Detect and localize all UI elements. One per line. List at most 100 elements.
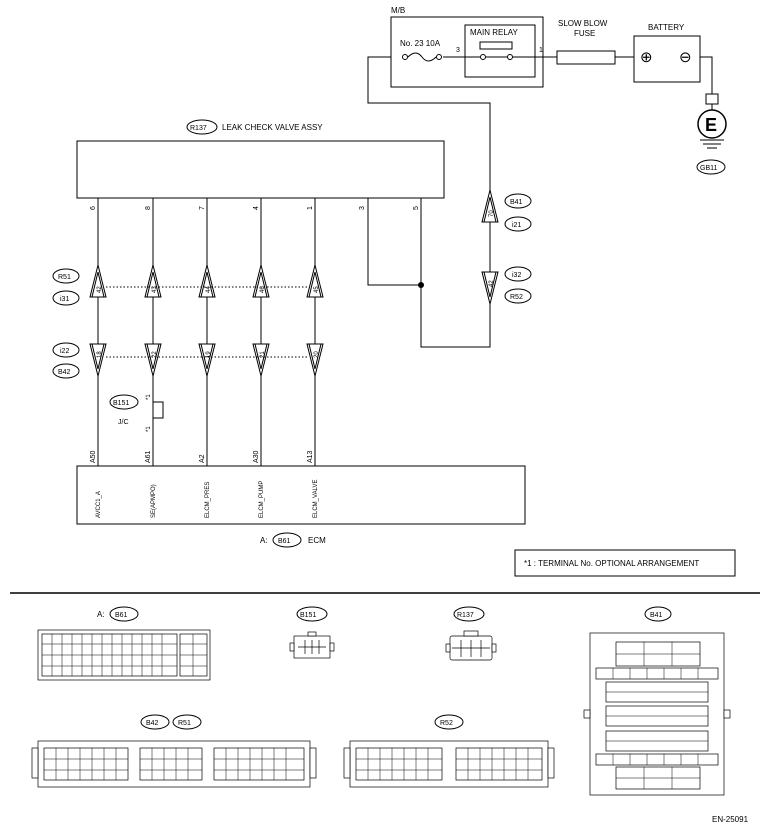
ecm-code-badge — [272, 532, 302, 548]
connector-row-1 — [89, 264, 324, 298]
lcv-box — [76, 140, 445, 199]
ecm-signal-labels: AVCC1_A SE(APMPO) ELCM_PRES ELCM_PUMP EL… — [96, 480, 319, 518]
ground-circle — [697, 109, 727, 139]
row1-pin: 46 — [260, 286, 266, 293]
b42-code: B42 — [58, 369, 71, 376]
ecm-label: ECM — [308, 536, 326, 545]
r137-connector-face — [445, 630, 497, 661]
ecm-pin-labels: A50 A61 A2 A30 A13 — [90, 450, 314, 463]
r52-badge — [504, 288, 532, 304]
row1-pin: 42 — [97, 286, 103, 293]
b41-badge — [504, 193, 532, 209]
i32-code: i32 — [512, 272, 521, 279]
b41-bottom-code: B41 — [650, 612, 663, 619]
b151-bottom-code: B151 — [300, 612, 316, 619]
r52-cells — [356, 748, 542, 780]
r52-code: R52 — [510, 294, 523, 301]
note-text: *1 : TERMINAL No. OPTIONAL ARRANGEMENT — [524, 559, 699, 568]
main-relay-label: MAIN RELAY — [470, 28, 519, 37]
lcv-pin: 6 — [90, 206, 97, 210]
row2-pin: 22 — [152, 351, 158, 358]
b42-connector-face — [31, 740, 317, 788]
b42-bottom-badge — [140, 714, 170, 730]
i31-badge — [52, 290, 80, 306]
r52-bottom-badge — [434, 714, 464, 730]
right-connectors — [481, 189, 499, 305]
ecm-code: B61 — [278, 538, 291, 545]
lcv-code: R137 — [190, 125, 207, 132]
i21-code: i21 — [512, 222, 521, 229]
b151-code: B151 — [113, 400, 129, 407]
i22-badge — [52, 342, 80, 358]
row1-pin: 44 — [206, 286, 212, 293]
connector-row-2 — [89, 343, 324, 377]
b41-bottom-badge — [644, 606, 672, 622]
power-wires — [367, 56, 713, 186]
ecm-pin: A61 — [145, 450, 152, 463]
slow-blow-label-2: FUSE — [574, 29, 595, 38]
ecm-pin: A50 — [90, 450, 97, 463]
r137-bottom-code: R137 — [457, 612, 474, 619]
relay-pin-1: 1 — [539, 47, 543, 54]
battery-plus-icon: ⊕ — [640, 49, 653, 66]
r51-badge — [52, 268, 80, 284]
b61-cells — [42, 634, 207, 676]
lcv-label: LEAK CHECK VALVE ASSY — [222, 123, 323, 132]
row1-pin: 43 — [152, 286, 158, 293]
slow-blow-label-1: SLOW BLOW — [558, 19, 608, 28]
ecm-signal: ELCM_PRES — [205, 482, 211, 518]
ecm-pin: A30 — [253, 450, 260, 463]
ecm-pin: A2 — [199, 454, 206, 463]
i32-badge — [504, 266, 532, 282]
r51-bottom-code: R51 — [178, 720, 191, 727]
lcv-pin: 1 — [307, 206, 314, 210]
r52-bottom-code: R52 — [440, 720, 453, 727]
lcv-pin: 8 — [145, 206, 152, 210]
ecm-signal: ELCM_VALVE — [313, 480, 319, 518]
r137-bottom-badge — [453, 606, 485, 622]
relay-contact-icon — [480, 54, 513, 60]
b41-code: B41 — [510, 199, 523, 206]
jc-label: J/C — [118, 419, 129, 426]
i21-badge — [504, 216, 532, 232]
connector-row-2-pins: 18 22 19 21 20 — [97, 351, 320, 358]
ecm-signal: ELCM_PUMP — [259, 481, 265, 518]
r51-bottom-badge — [172, 714, 202, 730]
i22-code: i22 — [60, 348, 69, 355]
b61-code: B61 — [115, 612, 128, 619]
ground-code-badge — [696, 159, 726, 175]
ecm-box — [76, 465, 526, 525]
row2-pin: 21 — [260, 351, 266, 358]
main-box — [390, 16, 544, 88]
signal-wires — [97, 186, 491, 466]
ground-code: GB11 — [700, 165, 717, 172]
lcv-pin: 7 — [199, 206, 206, 210]
battery-minus-icon: ⊖ — [679, 49, 692, 66]
lcv-pin: 4 — [253, 206, 260, 210]
slow-blow-fuse-icon — [556, 50, 616, 65]
jc-mark-bottom: *1 — [146, 426, 152, 432]
ecm-prefix: A: — [260, 536, 268, 545]
battery-box — [633, 35, 701, 83]
b42-cells — [44, 748, 304, 780]
b41-cells — [606, 642, 708, 789]
b42-bottom-code: B42 — [146, 720, 159, 727]
ecm-pin: A13 — [307, 450, 314, 463]
b151-bottom-badge — [296, 606, 328, 622]
row2-pin: 18 — [97, 351, 103, 358]
fuse-icon — [402, 52, 442, 62]
jc-box — [152, 401, 164, 419]
mb-title: M/B — [391, 6, 405, 15]
relay-pin-3: 3 — [456, 47, 460, 54]
ground-lines — [700, 139, 724, 149]
ground-icon: E — [705, 115, 717, 135]
lcv-pin-labels: 6 8 7 4 1 3 5 — [90, 206, 420, 210]
ground-terminal — [705, 93, 719, 105]
row2-pin: 19 — [206, 351, 212, 358]
connector-row-1-pins: 42 43 44 46 45 — [97, 286, 320, 293]
i31-code: i31 — [60, 296, 69, 303]
fuse-label: No. 23 10A — [400, 39, 441, 48]
b42-badge — [52, 363, 80, 379]
ecm-signal: SE(APMPO) — [151, 484, 157, 518]
